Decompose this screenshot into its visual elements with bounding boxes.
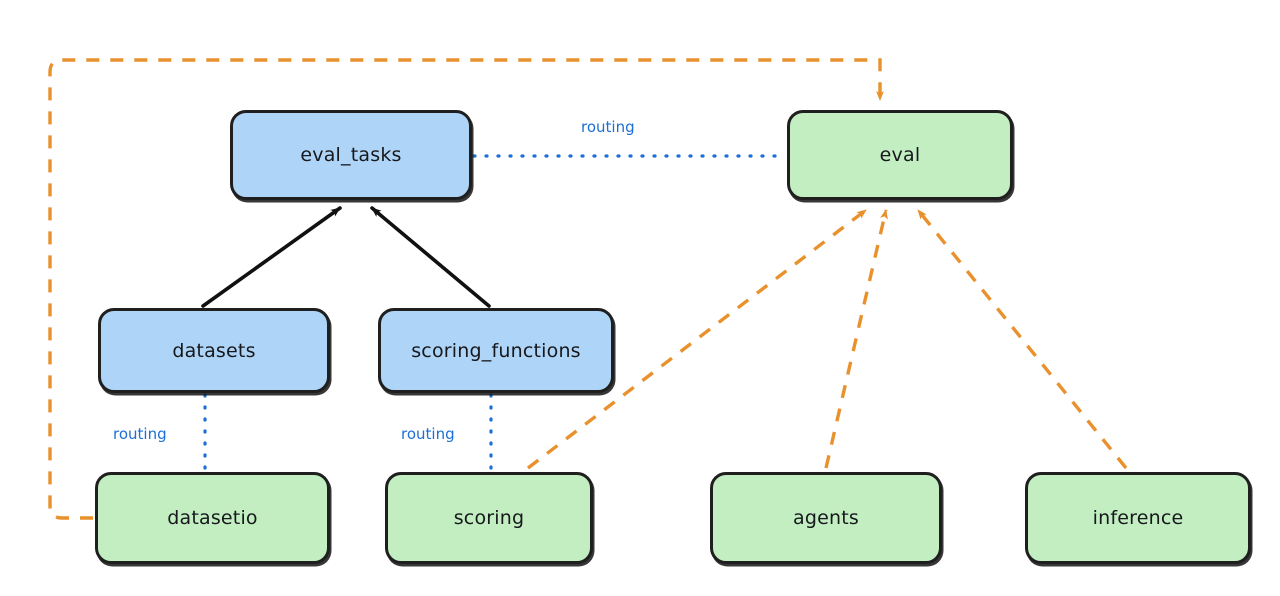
edge-scoringfn-to-eval_tasks [370, 206, 491, 308]
edge-datasets-to-eval_tasks [201, 206, 342, 308]
edge-label-routing-scoring: routing [398, 425, 458, 443]
node-inference[interactable]: inference [1025, 472, 1251, 564]
edge-agents-to-eval [824, 209, 888, 469]
node-datasets[interactable]: datasets [98, 308, 330, 393]
node-eval_tasks[interactable]: eval_tasks [230, 110, 472, 200]
edge-inference-to-eval [916, 208, 1128, 470]
node-agents[interactable]: agents [710, 472, 942, 564]
node-datasetio[interactable]: datasetio [95, 472, 330, 564]
node-scoring_functions[interactable]: scoring_functions [378, 308, 614, 393]
node-label: eval_tasks [300, 144, 402, 166]
node-label: datasets [172, 339, 256, 362]
node-label: datasetio [167, 507, 258, 529]
edge-label-routing-eval: routing [578, 118, 638, 136]
node-scoring[interactable]: scoring [385, 472, 593, 564]
edge-label-routing-datasets: routing [110, 425, 170, 443]
node-eval[interactable]: eval [787, 110, 1013, 200]
node-label: agents [793, 507, 859, 529]
node-label: scoring [453, 507, 525, 529]
node-label: inference [1092, 507, 1184, 529]
node-label: scoring_functions [411, 339, 581, 362]
node-label: eval [879, 144, 921, 166]
